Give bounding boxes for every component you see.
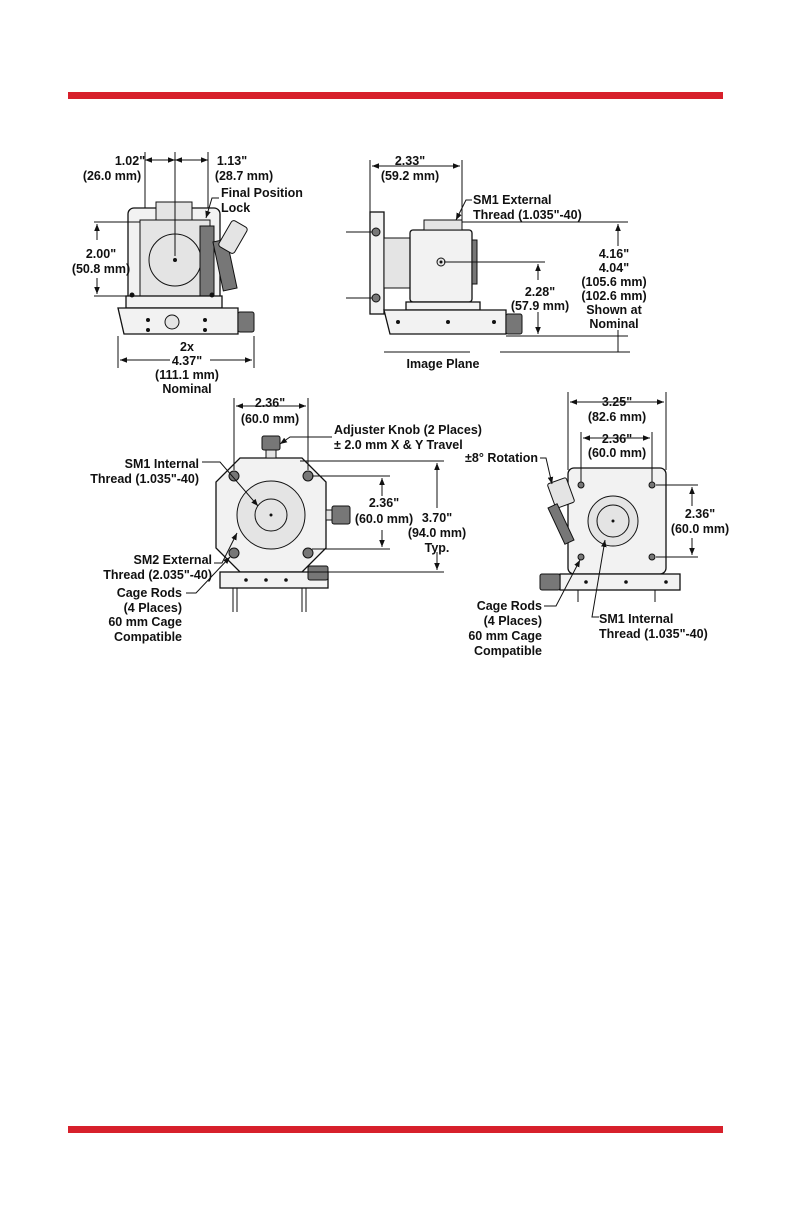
dim-1-02-in: 1.02" <box>115 154 145 168</box>
dim-2-36-in-inner: 2.36" <box>602 432 632 446</box>
cage-rods-r-line4: Compatible <box>474 644 542 658</box>
adjuster-knob-line1: Adjuster Knob (2 Places) <box>334 423 482 437</box>
cage-rods-r-line1: Cage Rods <box>477 599 542 613</box>
view-bottom-left: 2.36" (60.0 mm) Adjuster Knob (2 Places)… <box>90 396 482 644</box>
dim-1-13-in: 1.13" <box>217 154 247 168</box>
dim-94-0-mm: (94.0 mm) <box>408 526 466 540</box>
dim-111-1-mm: (111.1 mm) <box>155 368 219 382</box>
dim-60-0-mm-right: (60.0 mm) <box>671 522 729 536</box>
sm2-external-line2: Thread (2.035"-40) <box>103 568 212 582</box>
dim-57-9-mm: (57.9 mm) <box>511 299 569 313</box>
dim-4-16-in: 4.16" <box>599 247 629 261</box>
dim-60-0-mm-side: (60.0 mm) <box>355 512 413 526</box>
view-bottom-right: 3.25" (82.6 mm) 2.36" (60.0 mm) ±8° Rota… <box>465 392 729 658</box>
sm1-external-line2: Thread (1.035"-40) <box>473 208 582 222</box>
dim-105-6-mm: (105.6 mm) <box>581 275 646 289</box>
bottom-right-device-drawing <box>539 467 681 602</box>
cage-rods-r-line2: (4 Places) <box>484 614 542 628</box>
dim-2-36-in-right: 2.36" <box>685 507 715 521</box>
sm1-internal-line2: Thread (1.035"-40) <box>90 472 199 486</box>
bottom-red-rule <box>68 1126 723 1133</box>
dim-82-6-mm: (82.6 mm) <box>588 410 646 424</box>
dim-26-0-mm: (26.0 mm) <box>83 169 141 183</box>
dim-60-0-mm-top: (60.0 mm) <box>241 412 299 426</box>
top-red-rule <box>68 92 723 99</box>
dim-2-28-in: 2.28" <box>525 285 555 299</box>
image-plane-label: Image Plane <box>407 357 480 371</box>
dim-60-0-mm-inner: (60.0 mm) <box>588 446 646 460</box>
typ-label: Typ. <box>425 541 450 555</box>
dim-4-04-in: 4.04" <box>599 261 629 275</box>
cage-rods-line2: (4 Places) <box>124 601 182 615</box>
rotation-label: ±8° Rotation <box>465 451 538 465</box>
top-right-device-drawing <box>346 211 523 335</box>
dim-3-25-in: 3.25" <box>602 395 632 409</box>
cage-rods-r-line3: 60 mm Cage <box>468 629 542 643</box>
sm2-external-line1: SM2 External <box>133 553 212 567</box>
adjuster-knob-line2: ± 2.0 mm X & Y Travel <box>334 438 463 452</box>
dim-2-00-in: 2.00" <box>86 247 116 261</box>
sm1-internal-r-line1: SM1 Internal <box>599 612 673 626</box>
lock-label-line1: Final Position <box>221 186 303 200</box>
view-top-right: 2.33" (59.2 mm) SM1 External Thread (1.0… <box>346 154 647 371</box>
sm1-internal-line1: SM1 Internal <box>125 457 199 471</box>
dim-59-2-mm: (59.2 mm) <box>381 169 439 183</box>
dim-2-33-in: 2.33" <box>395 154 425 168</box>
bottom-left-device-drawing <box>215 435 351 612</box>
width-2x: 2x <box>180 340 194 354</box>
sm1-internal-r-line2: Thread (1.035"-40) <box>599 627 708 641</box>
dim-28-7-mm: (28.7 mm) <box>215 169 273 183</box>
top-left-device-drawing <box>117 201 255 335</box>
sm1-external-line1: SM1 External <box>473 193 552 207</box>
nominal-label: Nominal <box>589 317 638 331</box>
dim-50-8-mm: (50.8 mm) <box>72 262 130 276</box>
dim-3-70-in: 3.70" <box>422 511 452 525</box>
dim-2-36-in-top: 2.36" <box>255 396 285 410</box>
dim-102-6-mm: (102.6 mm) <box>581 289 646 303</box>
dim-4-37-in: 4.37" <box>172 354 202 368</box>
shown-at-label: Shown at <box>586 303 642 317</box>
dim-2-36-in-side: 2.36" <box>369 496 399 510</box>
cage-rods-line4: Compatible <box>114 630 182 644</box>
lock-label-line2: Lock <box>221 201 250 215</box>
view-top-left: 1.02" (26.0 mm) 1.13" (28.7 mm) Final Po… <box>72 152 303 396</box>
width-nominal: Nominal <box>162 382 211 396</box>
cage-rods-line3: 60 mm Cage <box>108 615 182 629</box>
cage-rods-line1: Cage Rods <box>117 586 182 600</box>
